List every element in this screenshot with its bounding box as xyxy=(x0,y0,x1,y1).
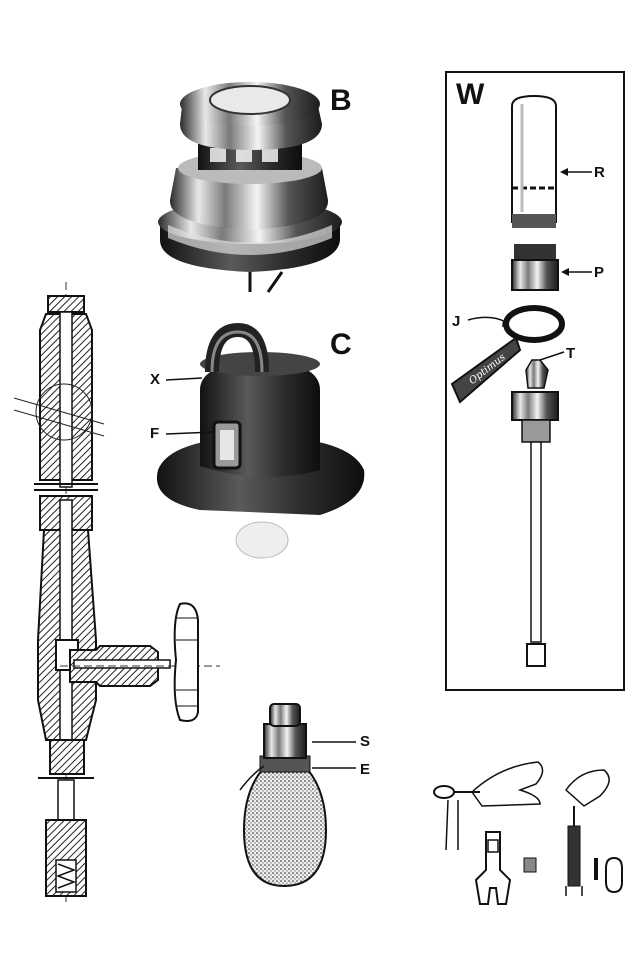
label-w: W xyxy=(456,78,485,111)
label-r: R xyxy=(594,164,605,181)
label-b: B xyxy=(330,84,352,117)
part-b-burner-cap xyxy=(158,82,342,293)
label-x: X xyxy=(150,371,161,388)
part-s-e-bulb xyxy=(239,703,356,888)
vaporizer-cross-section xyxy=(13,282,220,905)
label-s: S xyxy=(360,733,371,750)
label-f: F xyxy=(150,425,160,442)
part-w-exploded-view-box xyxy=(445,71,625,691)
cleaning-tools-illustration xyxy=(433,761,623,905)
part-c-burner-base xyxy=(156,322,365,559)
label-j: J xyxy=(452,313,461,330)
label-e: E xyxy=(360,761,371,778)
label-c: C xyxy=(330,328,352,361)
label-p: P xyxy=(594,264,605,281)
label-t: T xyxy=(566,345,576,362)
